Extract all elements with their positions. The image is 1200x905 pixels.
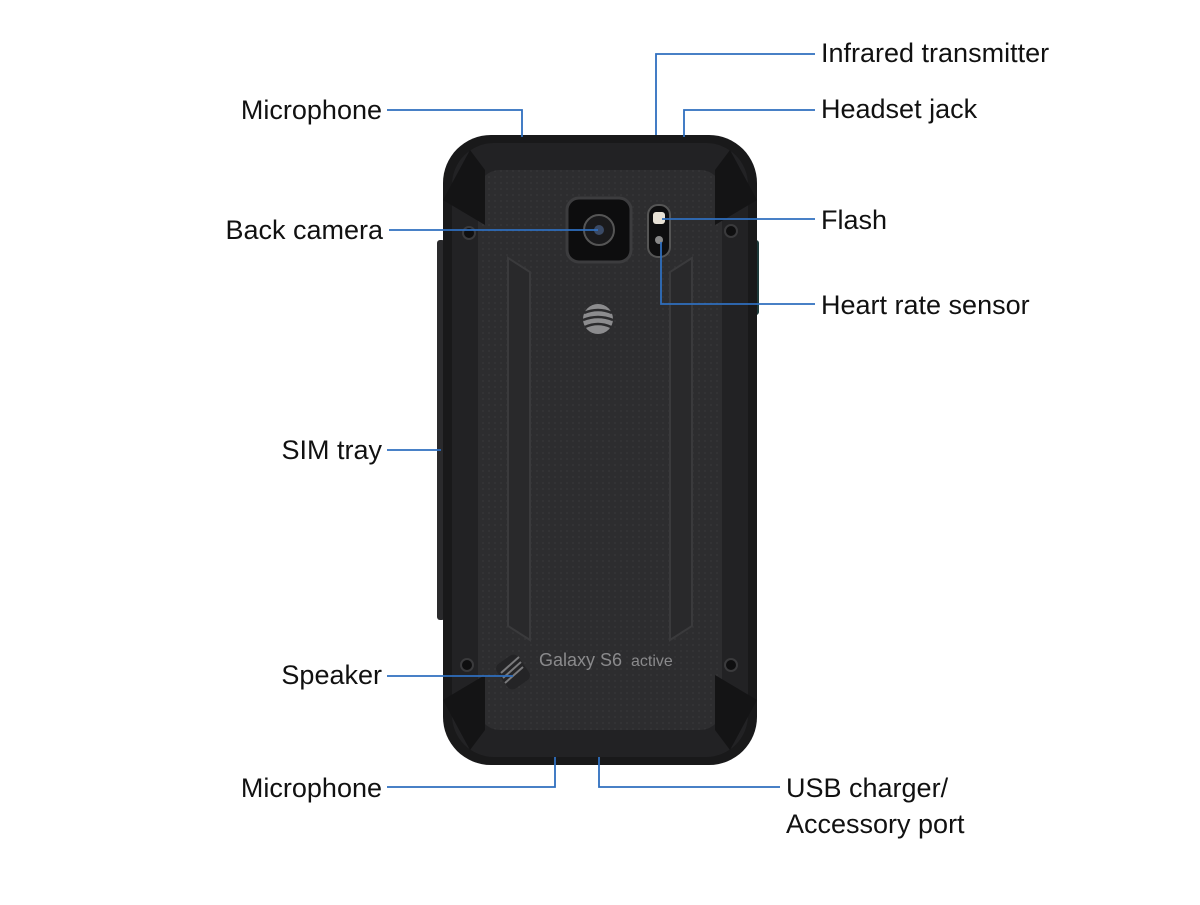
brand-text-suffix: active bbox=[631, 653, 673, 670]
label-sim-tray: SIM tray bbox=[281, 435, 382, 465]
corner-tl bbox=[443, 150, 485, 225]
screw-icon bbox=[724, 224, 738, 238]
label-usb-charger: USB charger/ bbox=[786, 773, 949, 803]
label-infrared-transmitter: Infrared transmitter bbox=[821, 38, 1050, 68]
leader-infrared bbox=[655, 53, 815, 135]
left-ridge bbox=[507, 256, 531, 642]
corner-br bbox=[715, 675, 757, 750]
leader-headset-jack bbox=[683, 109, 815, 137]
leader-lines bbox=[387, 53, 815, 788]
label-headset-jack: Headset jack bbox=[821, 94, 978, 124]
leader-microphone-bottom bbox=[387, 757, 556, 788]
speaker-grille-icon bbox=[496, 654, 530, 690]
label-accessory-port: Accessory port bbox=[786, 809, 965, 839]
screw-icon bbox=[724, 658, 738, 672]
phone-body: Galaxy S6 active bbox=[437, 135, 759, 765]
brand-text: Galaxy S6 bbox=[539, 650, 622, 670]
leader-usb-port bbox=[598, 757, 780, 788]
corner-tr bbox=[715, 150, 757, 225]
label-back-camera: Back camera bbox=[225, 215, 383, 245]
flash-icon bbox=[653, 212, 665, 224]
label-speaker: Speaker bbox=[281, 660, 382, 690]
camera-lens-center-icon bbox=[594, 225, 604, 235]
screw-icon bbox=[460, 658, 474, 672]
back-panel bbox=[478, 170, 722, 730]
corner-bl bbox=[443, 675, 485, 750]
screw-icon bbox=[462, 226, 476, 240]
label-microphone-top: Microphone bbox=[240, 95, 382, 125]
leader-heart-rate bbox=[660, 242, 815, 305]
label-heart-rate-sensor: Heart rate sensor bbox=[821, 290, 1030, 320]
att-globe-icon bbox=[582, 304, 614, 334]
leader-microphone-top bbox=[387, 109, 523, 137]
label-microphone-bottom: Microphone bbox=[240, 773, 382, 803]
right-ridge bbox=[669, 256, 693, 642]
label-flash: Flash bbox=[821, 205, 888, 235]
